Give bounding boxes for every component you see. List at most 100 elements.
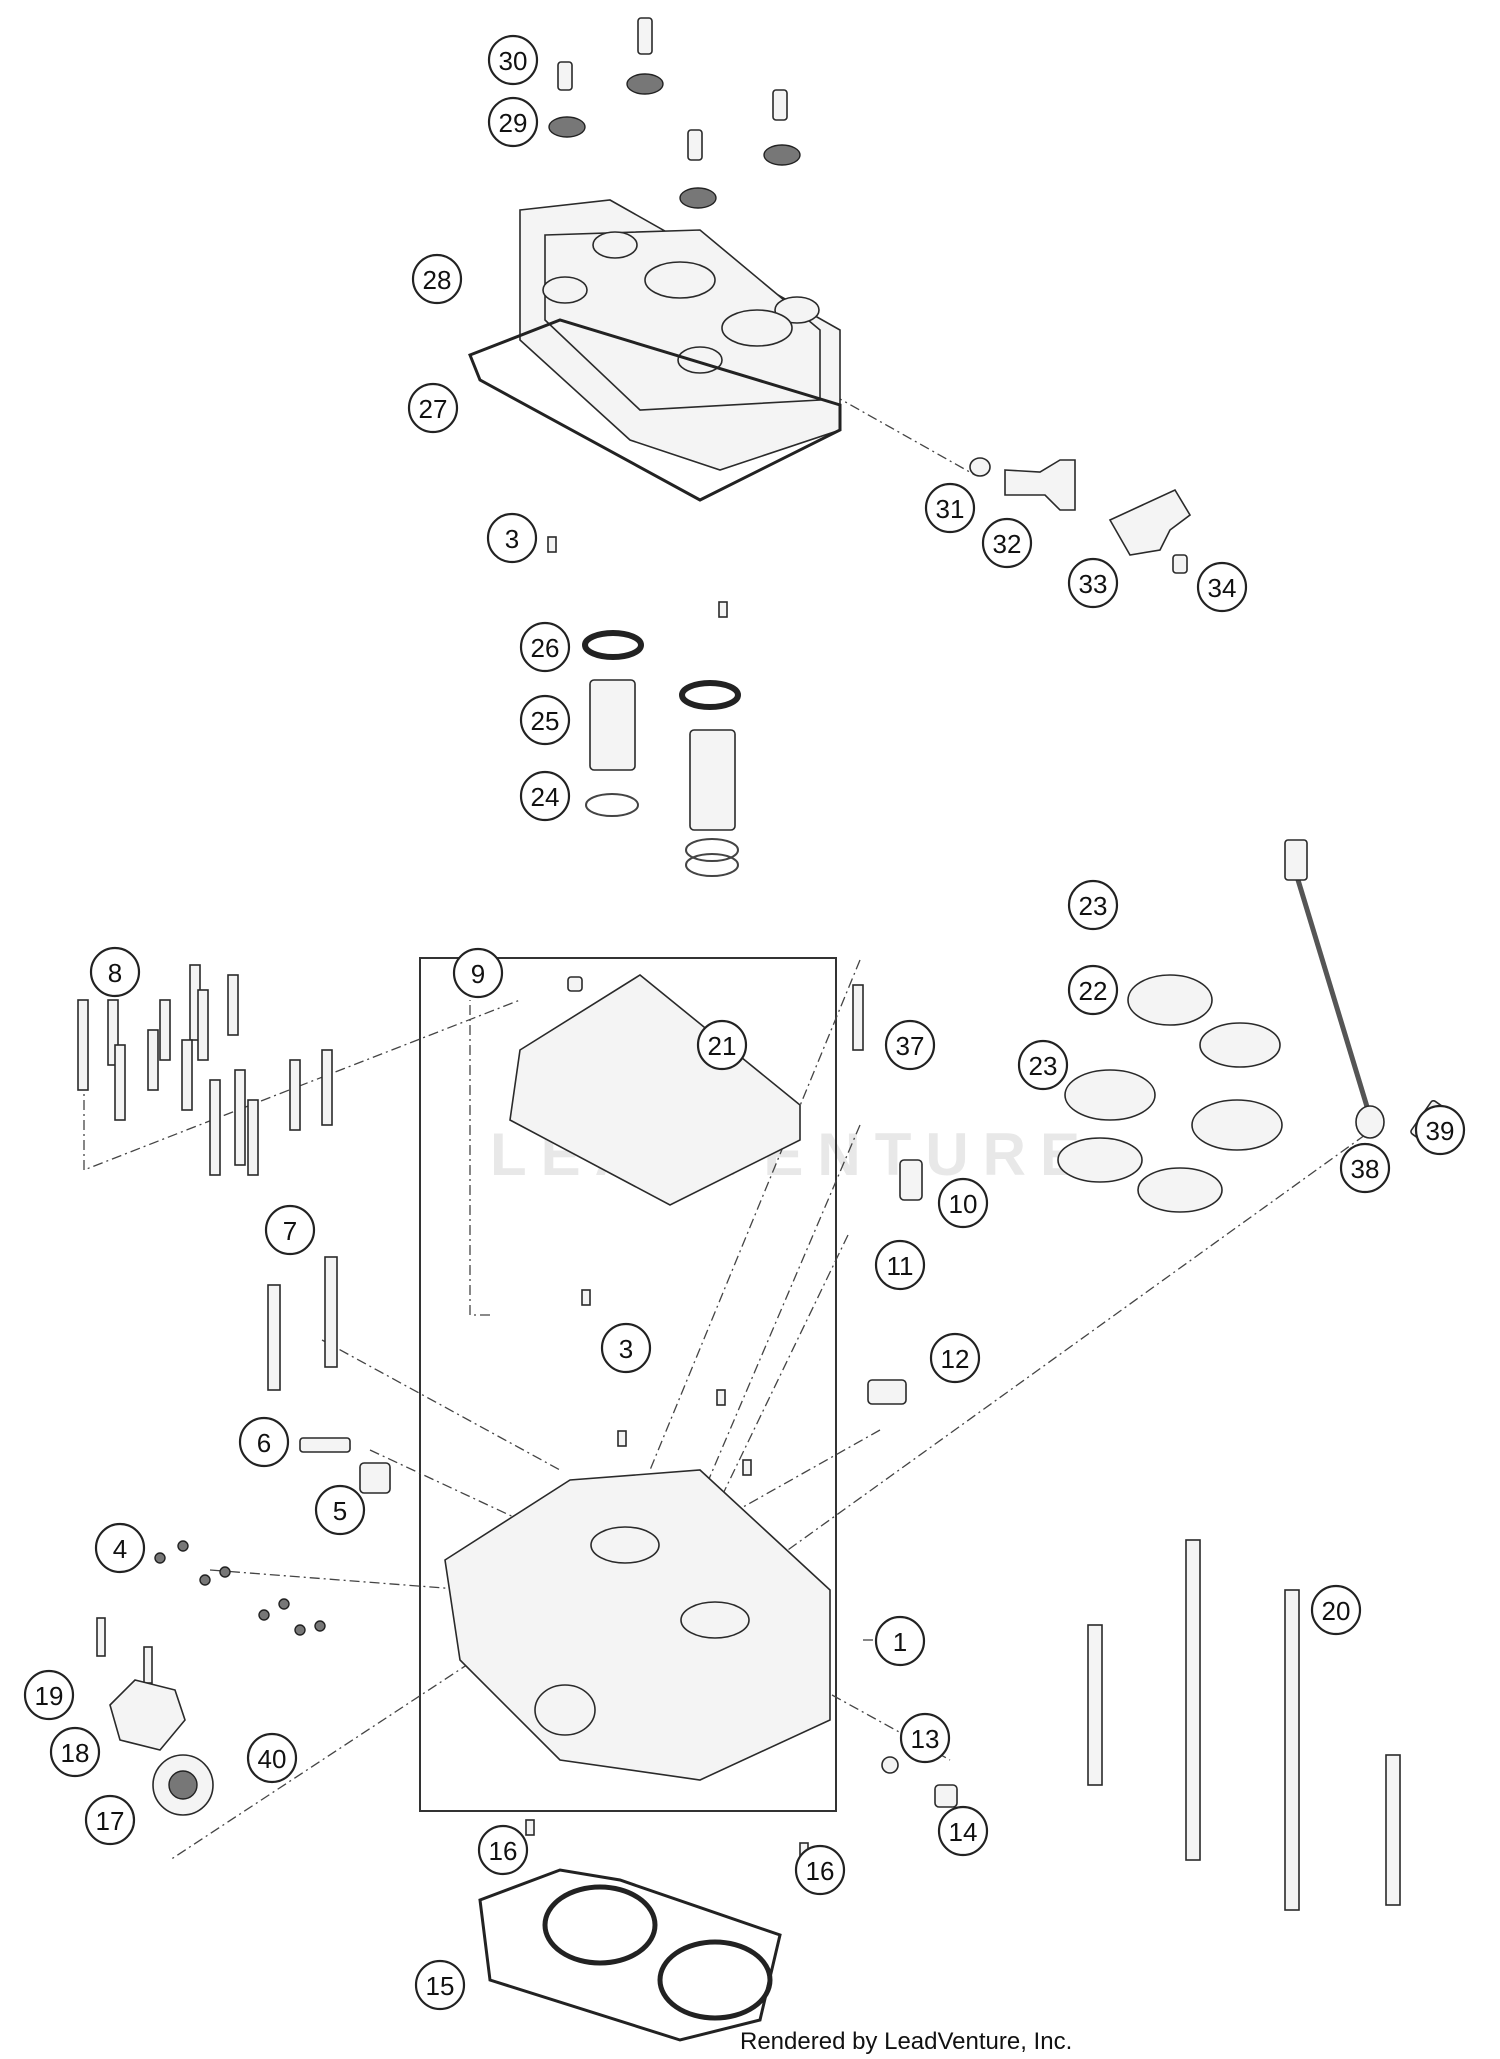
- bolt-6: [299, 1437, 351, 1453]
- callout-circle: [94, 1522, 146, 1574]
- callout-circle: [84, 1794, 136, 1846]
- callout-number: 38: [1351, 1154, 1380, 1184]
- callout-circle: [407, 382, 459, 434]
- callout-circle: [238, 1416, 290, 1468]
- callout-22: 22: [1067, 964, 1119, 1016]
- callout-number: 25: [531, 706, 560, 736]
- callout-number: 14: [949, 1817, 978, 1847]
- callout-number: 23: [1079, 891, 1108, 921]
- washer-31: [969, 457, 991, 477]
- callout-40: 40: [246, 1732, 298, 1784]
- callout-9: 9: [452, 947, 504, 999]
- callout-number: 26: [531, 633, 560, 663]
- callout-30: 30: [487, 34, 539, 86]
- assembly-frame: [419, 957, 837, 1812]
- callout-number: 13: [911, 1724, 940, 1754]
- callout-27: 27: [407, 382, 459, 434]
- bolt-19: [96, 1617, 106, 1657]
- callout-number: 16: [806, 1856, 835, 1886]
- callout-5: 5: [314, 1484, 366, 1536]
- callout-number: 37: [896, 1031, 925, 1061]
- callout-number: 20: [1322, 1596, 1351, 1626]
- callout-29: 29: [487, 96, 539, 148]
- callout-number: 30: [499, 46, 528, 76]
- callout-number: 21: [708, 1031, 737, 1061]
- footer-credit: Rendered by LeadVenture, Inc.: [740, 2028, 1073, 2055]
- callout-18: 18: [49, 1726, 101, 1778]
- callout-number: 12: [941, 1344, 970, 1374]
- callout-number: 17: [96, 1806, 125, 1836]
- callout-16: 16: [794, 1844, 846, 1896]
- callout-7: 7: [264, 1204, 316, 1256]
- sensor-10: [899, 1159, 923, 1201]
- callout-circle: [487, 96, 539, 148]
- callout-circle: [981, 517, 1033, 569]
- callout-circle: [1067, 964, 1119, 1016]
- callout-26: 26: [519, 621, 571, 673]
- callout-number: 18: [61, 1738, 90, 1768]
- callout-25: 25: [519, 694, 571, 746]
- screw-34: [1172, 554, 1188, 574]
- callout-number: 19: [35, 1681, 64, 1711]
- callout-circle: [487, 34, 539, 86]
- callout-circle: [899, 1712, 951, 1764]
- callout-1: 1: [874, 1615, 926, 1667]
- callout-21: 21: [696, 1019, 748, 1071]
- callout-37: 37: [884, 1019, 936, 1071]
- callout-8: 8: [89, 946, 141, 998]
- callout-number: 9: [471, 959, 485, 989]
- intake-boots: [1057, 974, 1283, 1213]
- callout-38: 38: [1339, 1142, 1391, 1194]
- callout-24: 24: [519, 770, 571, 822]
- nuts-4: [154, 1540, 326, 1636]
- spark-plug-tubes: [582, 630, 741, 877]
- callout-number: 7: [283, 1216, 297, 1246]
- callout-number: 5: [333, 1496, 347, 1526]
- bracket-33: [1108, 488, 1192, 556]
- bolt-7a: [267, 1284, 281, 1391]
- callout-number: 24: [531, 782, 560, 812]
- callout-number: 34: [1208, 573, 1237, 603]
- callout-circle: [314, 1484, 366, 1536]
- callout-number: 31: [936, 494, 965, 524]
- callout-4: 4: [94, 1522, 146, 1574]
- thermostat-housing: [109, 1679, 186, 1751]
- callout-number: 3: [619, 1334, 633, 1364]
- callout-number: 15: [426, 1971, 455, 2001]
- leader-lines: [83, 394, 1366, 1861]
- gasket-bore: [542, 1884, 658, 1966]
- callout-circle: [452, 947, 504, 999]
- callout-circle: [1067, 879, 1119, 931]
- callout-number: 29: [499, 108, 528, 138]
- callout-circle: [696, 1019, 748, 1071]
- callout-circle: [246, 1732, 298, 1784]
- dowel-pin: [716, 1389, 726, 1406]
- dowel-pin: [742, 1459, 752, 1476]
- callout-circle: [1067, 557, 1119, 609]
- callout-3: 3: [600, 1322, 652, 1374]
- callout-circle: [89, 946, 141, 998]
- callout-39: 39: [1414, 1104, 1466, 1156]
- callout-19: 19: [23, 1669, 75, 1721]
- callout-15: 15: [414, 1959, 466, 2011]
- callout-33: 33: [1067, 557, 1119, 609]
- sensor-connector: [1284, 839, 1308, 881]
- callout-17: 17: [84, 1794, 136, 1846]
- cylinder-port: [590, 1526, 660, 1564]
- valve-cover-gasket: [468, 318, 842, 502]
- callout-circle: [1017, 1039, 1069, 1091]
- cylinder-port: [680, 1601, 750, 1639]
- dowel-pin: [718, 601, 728, 618]
- callout-number: 10: [949, 1189, 978, 1219]
- bolt-37: [852, 984, 864, 1051]
- callout-circle: [1339, 1142, 1391, 1194]
- callout-circle: [600, 1322, 652, 1374]
- callout-circle: [23, 1669, 75, 1721]
- callout-circle: [937, 1805, 989, 1857]
- callout-circle: [264, 1204, 316, 1256]
- callout-23: 23: [1017, 1039, 1069, 1091]
- callout-circle: [414, 1959, 466, 2011]
- callout-number: 22: [1079, 976, 1108, 1006]
- bolt-19b: [143, 1646, 153, 1684]
- callout-circle: [874, 1239, 926, 1291]
